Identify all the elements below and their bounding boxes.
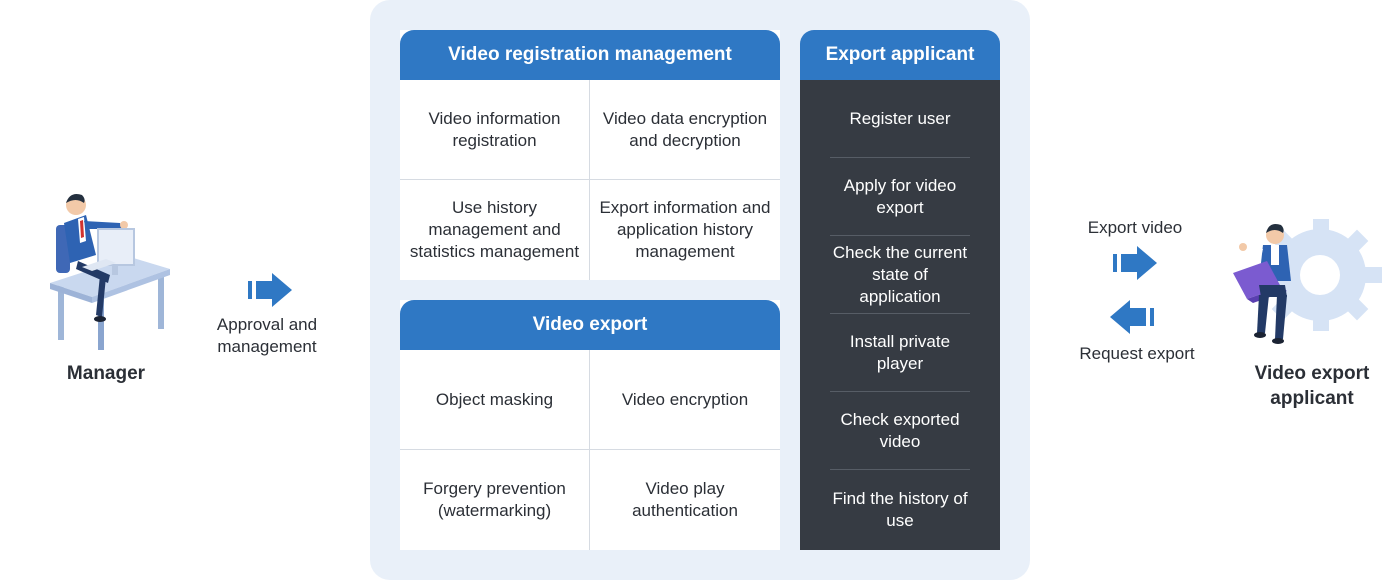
export-item: Forgery prevention (watermarking) — [400, 450, 590, 550]
applicant-item: Register user — [830, 80, 970, 158]
registration-item: Video information registration — [400, 80, 590, 180]
registration-item: Video data encryption and decryption — [590, 80, 780, 180]
registration-title: Video registration management — [400, 30, 780, 80]
registration-item: Use history management and statistics ma… — [400, 180, 590, 280]
applicant-list: Register user Apply for video export Che… — [800, 80, 1000, 550]
request-export-caption: Request export — [1079, 344, 1195, 363]
manager-illustration — [50, 194, 170, 350]
export-video-caption: Export video — [1087, 218, 1183, 237]
applicant-item: Install private player — [830, 314, 970, 392]
export-item: Video encryption — [590, 350, 780, 450]
applicant-panel-title: Export applicant — [800, 30, 1000, 80]
export-item: Video play authentication — [632, 479, 738, 520]
applicant-label: Video export applicant — [1254, 363, 1370, 409]
applicant-card: Export applicant Register user Apply for… — [800, 30, 1000, 550]
applicant-item: Find the history of use — [832, 489, 968, 530]
applicant-item: Check the current state of application — [830, 236, 970, 314]
arrow-right-icon — [248, 273, 292, 307]
registration-item: Export information and application histo… — [599, 198, 771, 261]
export-card: Video export Object masking Video encryp… — [400, 300, 780, 550]
approval-caption: Approval and management — [216, 315, 318, 356]
export-title: Video export — [400, 300, 780, 350]
arrow-right-icon — [1113, 246, 1157, 280]
applicant-illustration — [1233, 219, 1382, 344]
export-item: Object masking — [400, 350, 590, 450]
registration-card: Video registration management Video info… — [400, 30, 780, 280]
applicant-item: Apply for video export — [830, 158, 970, 236]
manager-label: Manager — [66, 363, 146, 384]
applicant-item: Check exported video — [830, 392, 970, 470]
arrow-left-icon — [1110, 300, 1154, 334]
